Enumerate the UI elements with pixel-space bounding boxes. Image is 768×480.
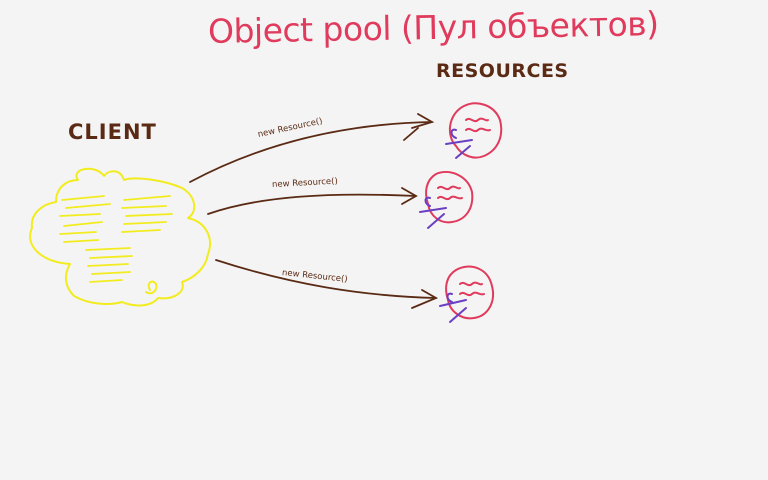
resource-wave — [437, 195, 463, 201]
resource-handle — [450, 128, 457, 139]
resource-wave — [459, 281, 483, 287]
resource-body — [448, 102, 503, 159]
resource-handle — [449, 307, 467, 323]
resource-blob-icon — [419, 171, 474, 229]
resource-handle — [427, 213, 445, 229]
resource-wave — [437, 185, 461, 191]
resource-handle — [455, 145, 471, 159]
arrow-2 — [207, 187, 418, 215]
client-cloud-icon — [29, 167, 211, 307]
client-label: CLIENT — [68, 120, 157, 144]
resource-blob-icon — [439, 265, 494, 323]
client-cloud-outline — [29, 167, 211, 307]
arrows — [189, 113, 439, 309]
resource-handle — [424, 196, 431, 207]
client-cloud-lines — [59, 195, 173, 283]
resource-body — [425, 171, 474, 224]
resource-blob-icon — [445, 102, 503, 159]
arrow-1 — [189, 113, 435, 183]
resource-wave — [465, 117, 489, 123]
resource-handle — [446, 292, 453, 303]
resource-wave — [459, 291, 485, 297]
resource-handle — [419, 207, 447, 213]
resource-body — [445, 265, 494, 320]
resource-wave — [465, 127, 491, 133]
client-cloud-tail — [145, 280, 158, 295]
resource-handle — [439, 299, 467, 307]
resources-label: RESOURCES — [436, 60, 569, 82]
resource-handle — [445, 139, 473, 145]
arrow-3 — [215, 259, 439, 309]
